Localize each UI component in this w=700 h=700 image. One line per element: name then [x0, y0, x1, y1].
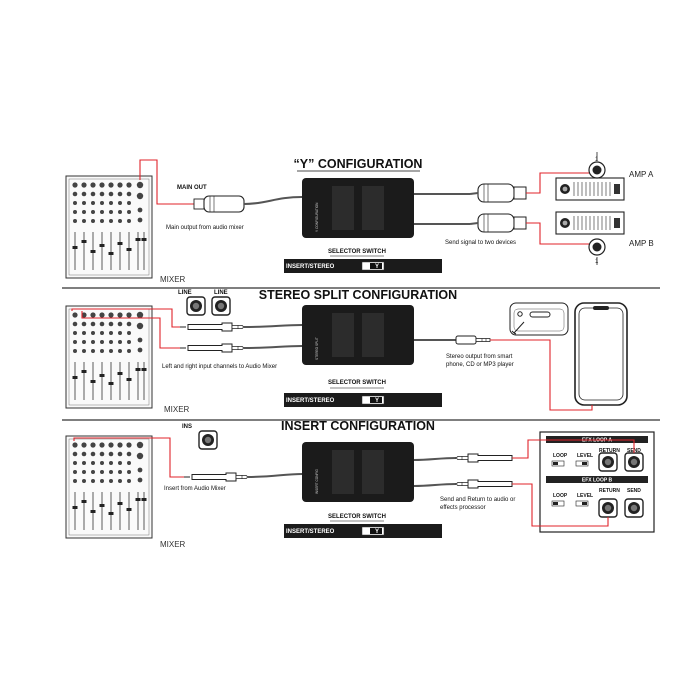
- y-configuration-section: “Y” CONFIGURATION MIXER MAIN OUT Main ou…: [65, 152, 654, 284]
- efx-loop-b-label: EFX LOOP B: [582, 478, 613, 484]
- svg-text:LEVEL: LEVEL: [577, 493, 593, 499]
- svg-text:Y CONFIGURATION: Y CONFIGURATION: [315, 202, 319, 232]
- line-jack-right: [211, 296, 231, 316]
- phone-caption-line-2: phone, CD or MP3 player: [446, 362, 514, 368]
- efx-b-send-jack: [624, 498, 644, 518]
- insert-config-title: INSERT CONFIGURATION: [281, 419, 435, 433]
- amp-b-input-jack: 1: [588, 238, 606, 265]
- insert-cable: [247, 473, 303, 478]
- line-jack-left: [186, 296, 206, 316]
- efx-unit: EFX LOOP A EFX LOOP B LOOP LEVEL RETURN …: [539, 431, 655, 533]
- stereo-switch-left: INSERT/STEREO: [286, 398, 335, 404]
- mixer-2: [65, 305, 153, 409]
- y-switch-left: INSERT/STEREO: [286, 264, 335, 270]
- return-signal-line: [512, 483, 609, 527]
- trs-plug-insert: [183, 472, 249, 482]
- insert-configuration-section: INSERT CONFIGURATION MIXER INS Insert fr…: [65, 419, 655, 549]
- main-out-label: MAIN OUT: [177, 185, 207, 191]
- amp-b: [555, 211, 625, 235]
- send-signal-line: [512, 439, 635, 459]
- line-label-1: LINE: [178, 290, 192, 296]
- phone-caption-line-1: Stereo output from smart: [446, 354, 513, 360]
- xlr-female-b: [477, 213, 527, 233]
- mixer-1-label: MIXER: [160, 275, 186, 284]
- main-output-caption: Main output from audio mixer: [166, 225, 244, 231]
- xlr-female-a: [477, 183, 527, 203]
- amp-a-signal-line: [526, 172, 594, 194]
- svg-text:LOOP: LOOP: [553, 493, 568, 499]
- svg-text:1: 1: [595, 157, 599, 163]
- phone-port-detail: [509, 302, 569, 336]
- main-out-signal-line: [139, 159, 196, 205]
- svg-text:LOOP: LOOP: [553, 453, 568, 459]
- trs-plug-right: [179, 343, 245, 353]
- svg-text:INSERT CONFIG: INSERT CONFIG: [315, 469, 319, 494]
- amp-b-label: AMP B: [629, 239, 654, 248]
- mini-jack-plug: [455, 335, 491, 345]
- trs-plug-send: [455, 453, 521, 463]
- phone-signal-line: [490, 339, 593, 411]
- send-caption: Send signal to two devices: [445, 240, 516, 246]
- efx-a-return-jack: [598, 452, 618, 472]
- amp-a: [555, 177, 625, 201]
- return-cable: [413, 483, 457, 487]
- left-cable: [243, 324, 303, 328]
- y-selector-label: SELECTOR SWITCH: [328, 249, 386, 255]
- insert-selector-label: SELECTOR SWITCH: [328, 514, 386, 520]
- mixer-3-label: MIXER: [160, 540, 186, 549]
- xlr-male-input: [193, 195, 245, 213]
- mixer-2-label: MIXER: [164, 405, 190, 414]
- stereo-switch-right: Y: [375, 398, 379, 404]
- insert-signal-line: [73, 437, 190, 478]
- ins-jack: [198, 430, 218, 450]
- mixer-3: [65, 435, 153, 539]
- trs-plug-left: [179, 322, 245, 332]
- efx-a-send-jack: [624, 452, 644, 472]
- smartphone: [574, 302, 628, 406]
- svg-text:STEREO SPLIT: STEREO SPLIT: [315, 337, 319, 360]
- trs-plug-return: [455, 479, 521, 489]
- stereo-selector-label: SELECTOR SWITCH: [328, 380, 386, 386]
- right-cable: [243, 345, 303, 349]
- efx-b-return-jack: [598, 498, 618, 518]
- amp-b-signal-line: [526, 222, 594, 245]
- svg-text:RETURN: RETURN: [599, 448, 620, 454]
- xlr-input-cable: [243, 196, 303, 205]
- input-channels-caption: Left and right input channels to Audio M…: [162, 364, 277, 370]
- send-cable: [413, 457, 457, 461]
- ins-label: INS: [182, 424, 192, 430]
- right-channel-signal-line: [81, 311, 186, 349]
- stereo-config-title: STEREO SPLIT CONFIGURATION: [259, 288, 457, 302]
- left-channel-signal-line: [71, 308, 186, 328]
- amp-a-input-jack: 1: [588, 152, 606, 179]
- amp-a-label: AMP A: [629, 170, 654, 179]
- insert-caption: Insert from Audio Mixer: [164, 486, 226, 492]
- return-caption-line-1: Send and Return to audio or: [440, 497, 515, 503]
- insert-switch-right: Y: [375, 529, 379, 535]
- line-label-2: LINE: [214, 290, 228, 296]
- svg-text:SEND: SEND: [627, 488, 641, 494]
- return-caption-line-2: effects processor: [440, 505, 486, 511]
- mixer-1: [65, 175, 153, 279]
- y-switch-right: Y: [375, 264, 379, 270]
- insert-switch-left: INSERT/STEREO: [286, 529, 335, 535]
- y-config-title: “Y” CONFIGURATION: [294, 157, 423, 171]
- svg-text:1: 1: [595, 259, 599, 265]
- stereo-split-section: STEREO SPLIT CONFIGURATION MIXER LINE LI…: [65, 288, 628, 414]
- svg-text:LEVEL: LEVEL: [577, 453, 593, 459]
- svg-text:RETURN: RETURN: [599, 488, 620, 494]
